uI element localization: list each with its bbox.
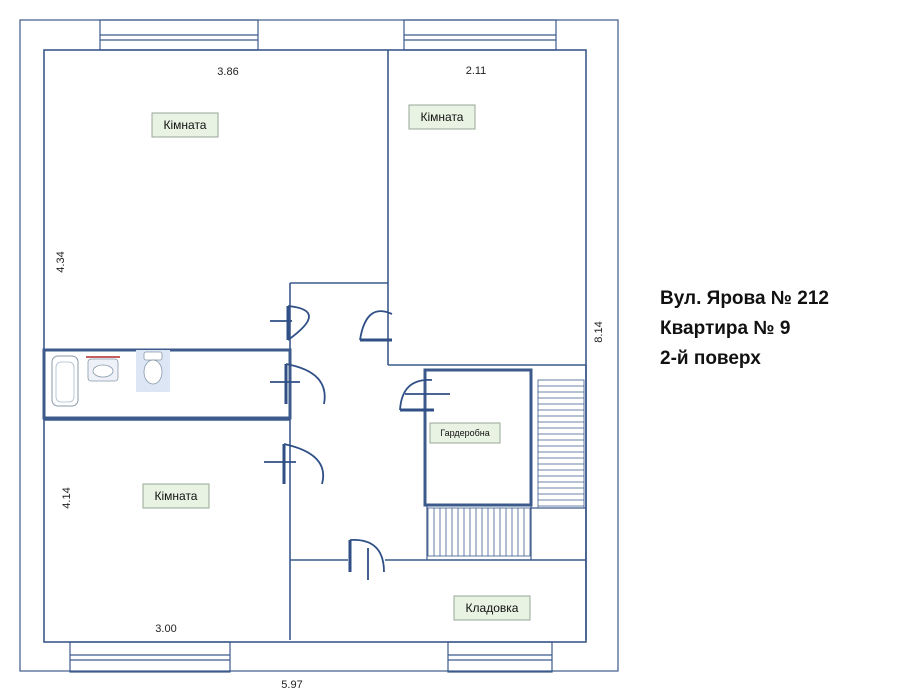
door-storage[interactable] xyxy=(348,539,385,580)
dim-top-right-width: 2.11 xyxy=(466,65,487,77)
svg-text:Гардеробна: Гардеробна xyxy=(440,428,490,438)
window-bottom-right xyxy=(447,641,553,673)
outer-wall xyxy=(19,19,619,672)
address-apartment: Квартира № 9 xyxy=(660,318,791,339)
svg-text:Кладовка: Кладовка xyxy=(466,601,519,615)
svg-text:Кімната: Кімната xyxy=(164,118,207,132)
bathtub-icon xyxy=(51,355,79,407)
address-floor: 2-й поверх xyxy=(660,348,761,369)
room-label-storage: Кладовка xyxy=(453,595,531,621)
dim-total-height: 8.14 xyxy=(593,321,605,342)
dim-left-lower-height: 4.14 xyxy=(61,487,73,508)
dim-total-width: 5.97 xyxy=(281,679,302,691)
window-top-left xyxy=(99,19,259,51)
stairs-right xyxy=(537,379,585,509)
door-lower-room[interactable] xyxy=(264,443,325,485)
door-top-left-room[interactable] xyxy=(270,305,310,341)
window-bottom-left xyxy=(69,641,231,673)
svg-text:Кімната: Кімната xyxy=(421,110,464,124)
svg-text:Кімната: Кімната xyxy=(155,489,198,503)
dim-bottom-left-width: 3.00 xyxy=(155,623,176,635)
door-bathroom[interactable] xyxy=(270,363,326,405)
dim-top-left-width: 3.86 xyxy=(217,66,238,78)
sink-icon xyxy=(86,356,120,382)
inner-wall xyxy=(43,49,587,643)
stairs-bottom xyxy=(427,507,531,557)
room-label-wardrobe: Гардеробна xyxy=(429,422,501,444)
toilet-icon xyxy=(136,350,170,392)
door-top-right-room[interactable] xyxy=(359,310,393,342)
wardrobe-walls xyxy=(423,368,533,507)
door-wardrobe[interactable] xyxy=(399,379,450,412)
address-street: Вул. Ярова № 212 xyxy=(660,288,829,309)
dim-left-upper-height: 4.34 xyxy=(55,251,67,272)
room-label-top-right: Кімната xyxy=(408,104,476,130)
window-top-right xyxy=(403,19,557,51)
room-label-top-left: Кімната xyxy=(151,112,219,138)
room-label-lower-left: Кімната xyxy=(142,483,210,509)
